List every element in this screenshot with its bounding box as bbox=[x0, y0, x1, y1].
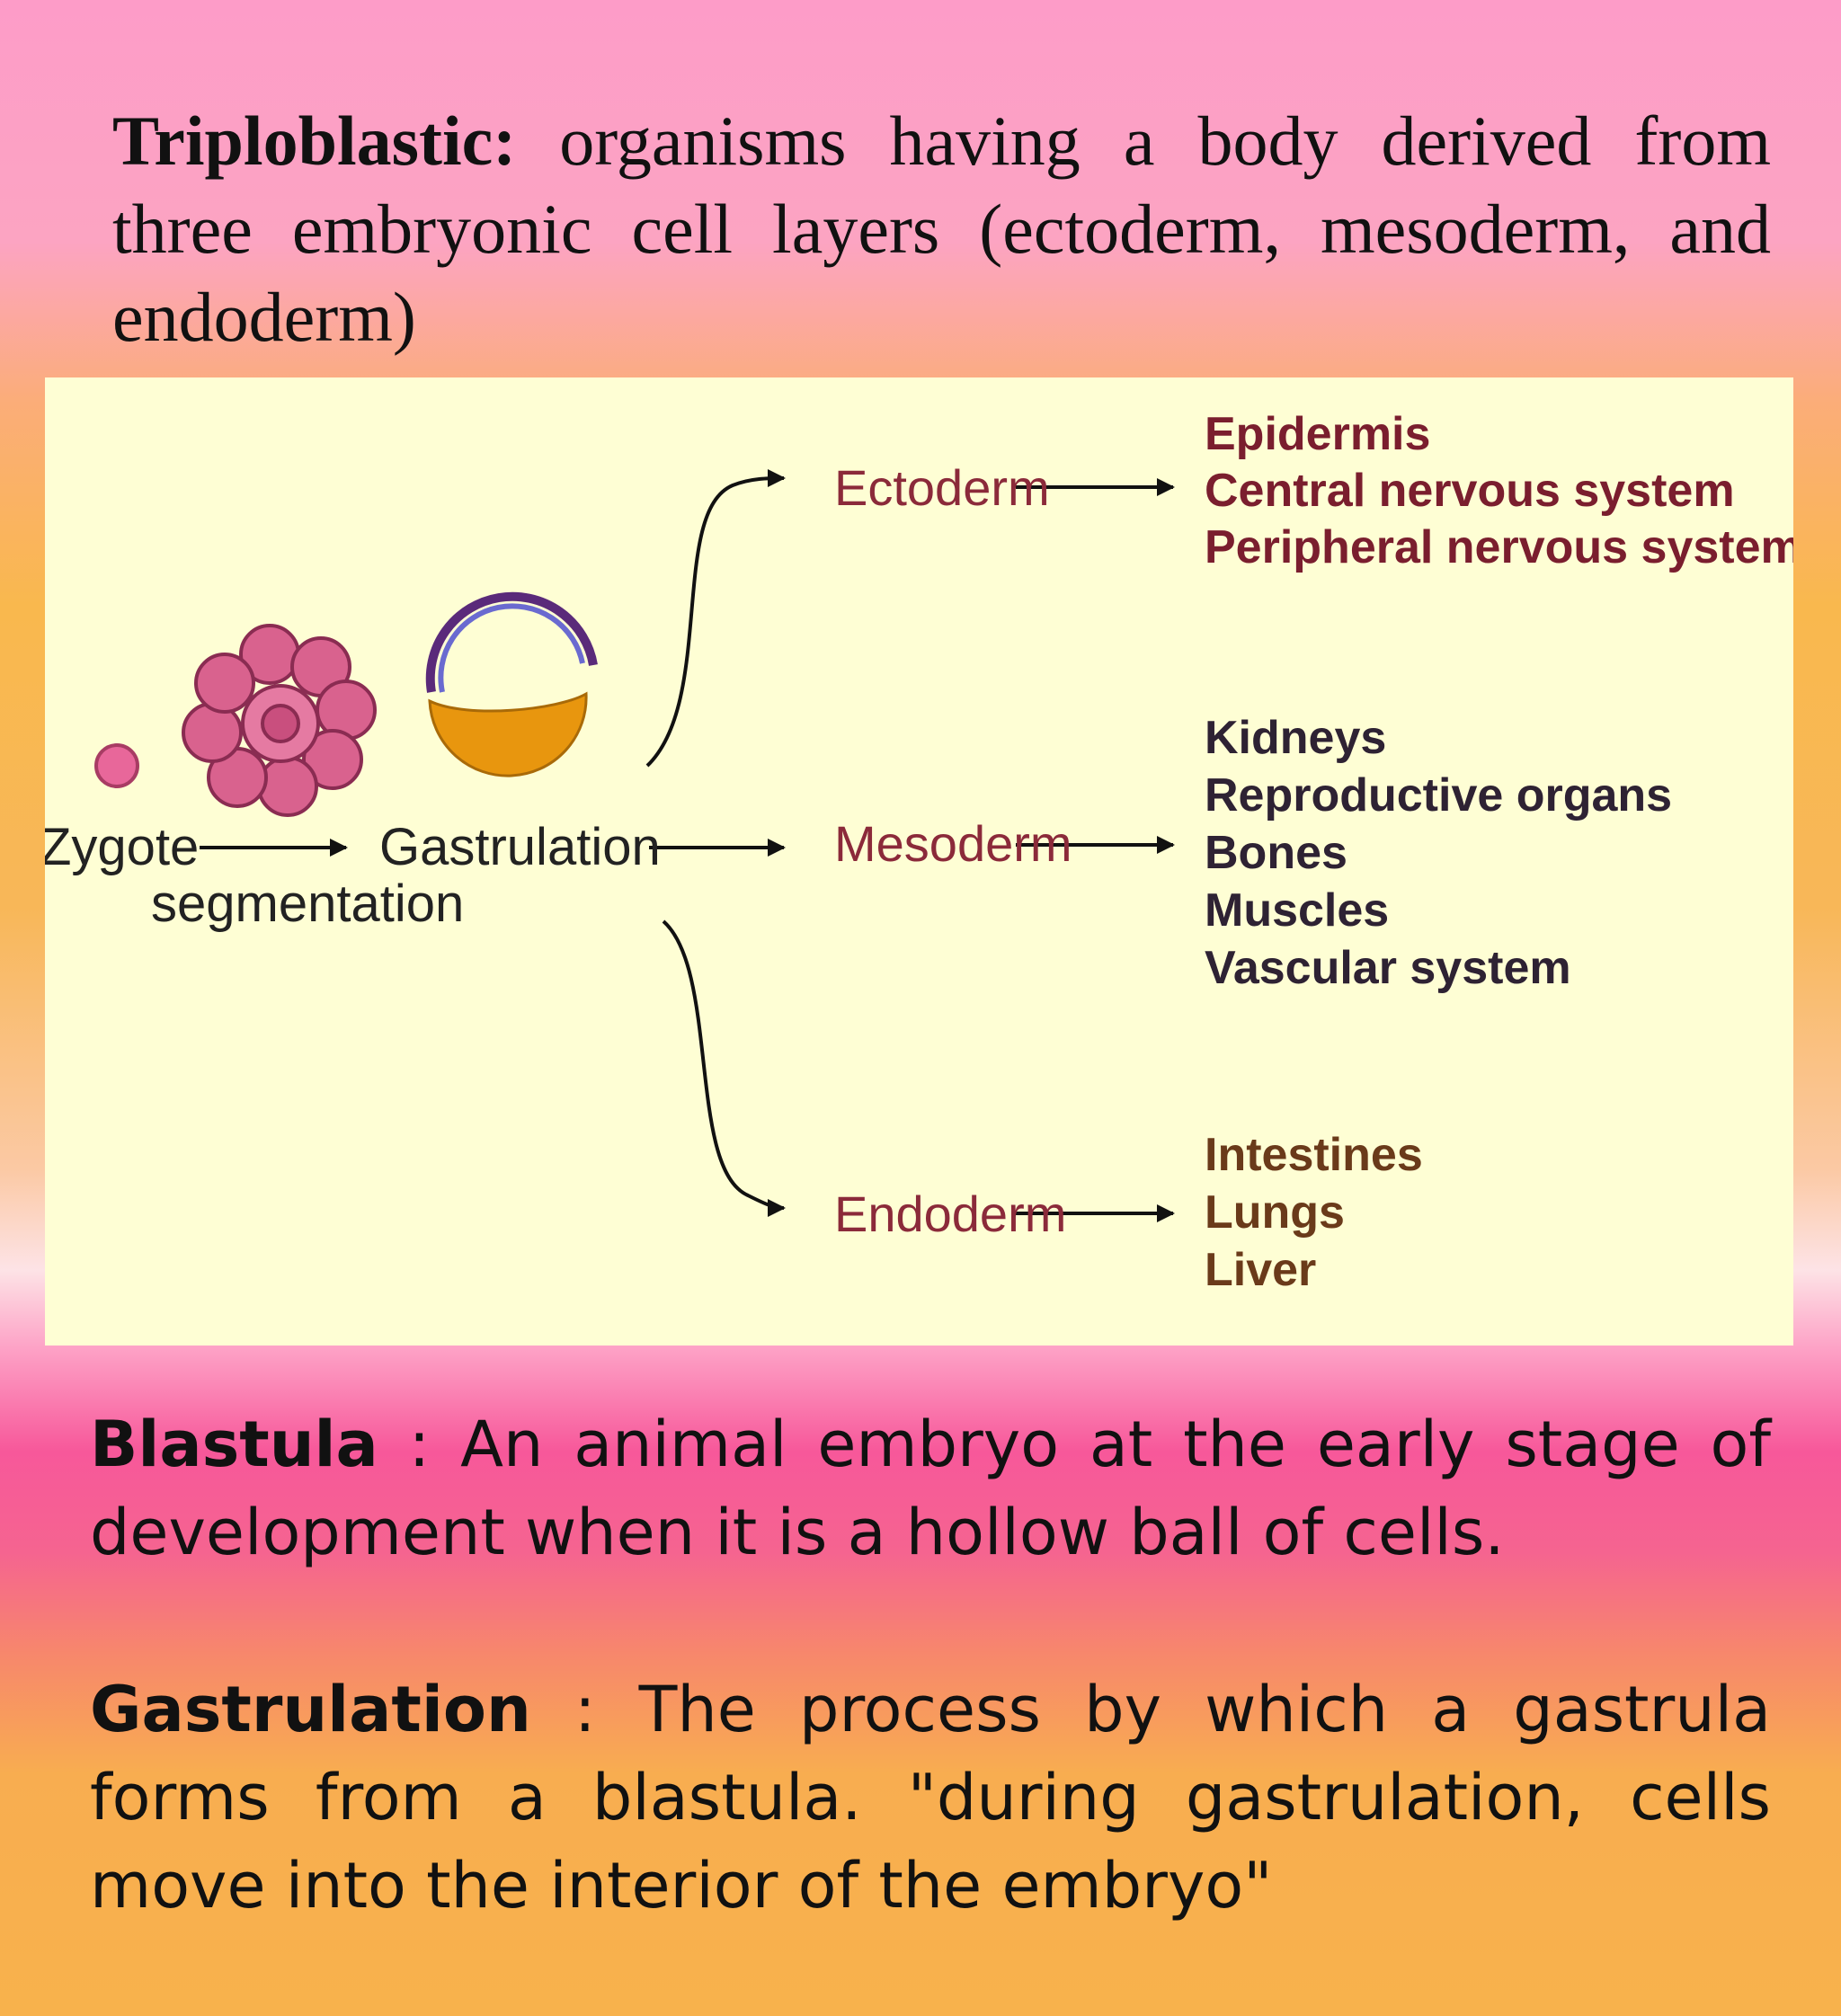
organ-central-nervous-system: Central nervous system bbox=[1205, 465, 1735, 517]
blastula-paragraph: Blastula : An animal embryo at the early… bbox=[90, 1400, 1771, 1576]
morula-icon bbox=[182, 624, 377, 817]
gastrulation-label: Gastrulation bbox=[379, 818, 661, 876]
layer-label-mesoderm: Mesoderm bbox=[834, 815, 1072, 872]
gastrulation-paragraph: Gastrulation : The process by which a ga… bbox=[90, 1665, 1771, 1930]
term-gastrulation: Gastrulation bbox=[90, 1673, 531, 1746]
organ-liver: Liver bbox=[1205, 1244, 1316, 1296]
zygote-cell-icon bbox=[94, 743, 139, 788]
gastrula-icon bbox=[425, 591, 598, 777]
organ-intestines: Intestines bbox=[1205, 1129, 1423, 1181]
organ-epidermis: Epidermis bbox=[1205, 408, 1430, 460]
intro-paragraph: Triploblastic: organisms having a body d… bbox=[112, 97, 1771, 361]
organ-muscles: Muscles bbox=[1205, 884, 1389, 937]
diagram-svg: Zygote segmentation Gastrulation Ectoder… bbox=[45, 408, 1793, 1296]
intro-definition: organisms having a body derived from thr… bbox=[112, 102, 1771, 356]
organ-bones: Bones bbox=[1205, 827, 1347, 879]
segmentation-label: segmentation bbox=[151, 875, 464, 933]
gastrulation-to-endoderm-arrow bbox=[662, 919, 786, 1217]
organ-kidneys: Kidneys bbox=[1205, 712, 1386, 764]
organ-lungs: Lungs bbox=[1205, 1186, 1345, 1239]
germ-layer-diagram: Zygote segmentation Gastrulation Ectoder… bbox=[45, 377, 1793, 1345]
organ-peripheral-nervous-system: Peripheral nervous system bbox=[1205, 521, 1793, 573]
organ-reproductive-organs: Reproductive organs bbox=[1205, 769, 1672, 821]
zygote-label: Zygote bbox=[45, 818, 199, 876]
gastrulation-to-ectoderm-arrow bbox=[645, 469, 786, 768]
term-triploblastic: Triploblastic: bbox=[112, 102, 517, 180]
gastrulation-definition: : The process by which a gastrula forms … bbox=[90, 1673, 1771, 1923]
term-blastula: Blastula bbox=[90, 1408, 378, 1481]
organ-vascular-system: Vascular system bbox=[1205, 942, 1571, 994]
blastula-definition: : An animal embryo at the early stage of… bbox=[90, 1408, 1771, 1569]
layer-label-ectoderm: Ectoderm bbox=[834, 459, 1050, 516]
layer-label-endoderm: Endoderm bbox=[834, 1186, 1066, 1242]
